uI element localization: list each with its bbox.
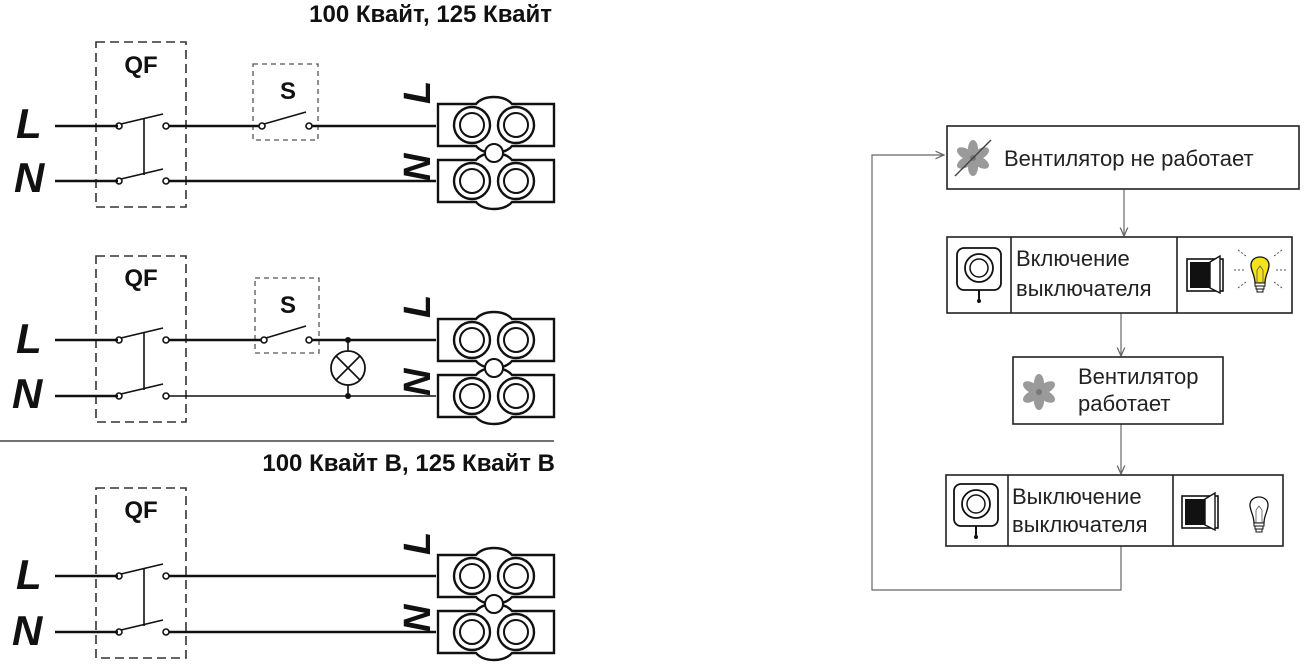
- breaker-box: [95, 487, 187, 659]
- wall-switch-icon: [1181, 492, 1219, 531]
- breaker-label: QF: [124, 52, 157, 79]
- breaker-box: [95, 41, 187, 208]
- circuit-3: L N QF L N: [12, 487, 556, 662]
- bulb-on-icon: [1234, 249, 1286, 293]
- step-fan-off-label: Вентилятор не работает: [1004, 146, 1254, 171]
- flowchart: Вентилятор не работает Включение выключа…: [871, 125, 1300, 591]
- circuit-1: L N QF S L N: [14, 41, 556, 211]
- step-switch-off-line2: выключателя: [1012, 512, 1148, 537]
- circuit-2: L N QF S L N: [12, 255, 556, 426]
- breaker-label: QF: [124, 265, 157, 292]
- line-label: L: [16, 551, 42, 598]
- step-fan-on-line1: Вентилятор: [1078, 364, 1198, 389]
- switch-box: [254, 277, 320, 354]
- switch-label: S: [280, 78, 296, 105]
- switch-label: S: [280, 292, 296, 319]
- line-label: L: [16, 315, 42, 362]
- top-header: 100 Квайт, 125 Квайт: [309, 1, 552, 28]
- fan-off-icon: [954, 139, 992, 177]
- terminal-neutral-label: N: [397, 152, 439, 181]
- step-switch-off: [945, 474, 1284, 547]
- terminal-line-label: L: [397, 81, 439, 104]
- step-switch-on-line1: Включение: [1016, 246, 1130, 271]
- terminal-line-label: L: [397, 295, 439, 318]
- bottom-header: 100 Квайт В, 125 Квайт В: [262, 450, 555, 477]
- wall-switch-icon: [1186, 255, 1224, 294]
- switch-box: [252, 63, 319, 141]
- step-fan-on-line2: работает: [1078, 391, 1170, 416]
- terminal-neutral-label: N: [397, 603, 439, 632]
- neutral-label: N: [14, 154, 46, 201]
- breaker-label: QF: [124, 497, 157, 524]
- step-switch-off-line1: Выключение: [1012, 484, 1142, 509]
- neutral-label: N: [12, 607, 44, 654]
- line-label: L: [16, 100, 42, 147]
- terminal-neutral-label: N: [397, 367, 439, 396]
- neutral-label: N: [12, 370, 44, 417]
- terminal-line-label: L: [397, 532, 439, 555]
- step-switch-on: [946, 236, 1293, 314]
- step-switch-on-line2: выключателя: [1016, 276, 1152, 301]
- step-fan-off: [946, 125, 1300, 190]
- loop-arrow: [871, 155, 1122, 591]
